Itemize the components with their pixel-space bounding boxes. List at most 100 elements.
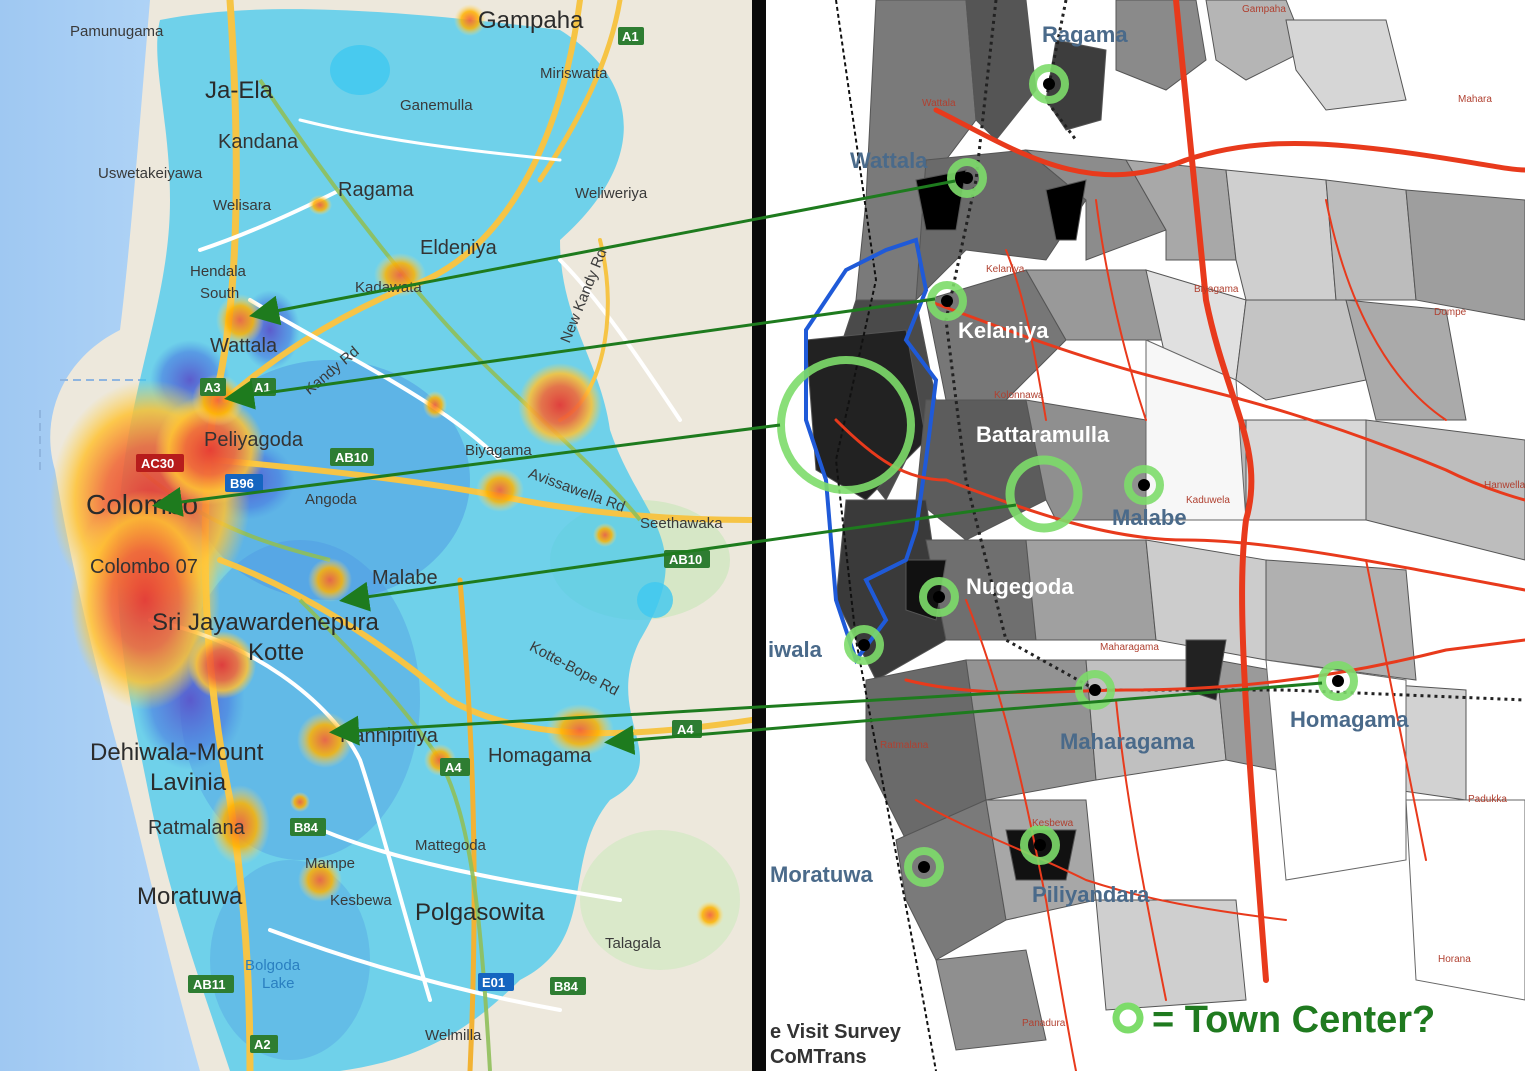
- shield-a4-a: A4: [677, 722, 694, 737]
- zone-gampaha: Gampaha: [1242, 4, 1286, 15]
- place-colombo-07: Colombo 07: [90, 556, 198, 578]
- town-piliyandara: Piliyandara: [1032, 882, 1150, 907]
- shield-e01-bg: [478, 973, 514, 991]
- place-gampaha: Gampaha: [478, 7, 584, 34]
- place-talagala: Talagala: [605, 935, 662, 952]
- place-lavinia: Lavinia: [150, 769, 227, 796]
- shield-a1-top: A1: [622, 29, 639, 44]
- legend-town-center: = Town Center?: [1152, 999, 1435, 1041]
- place-miriswatta: Miriswatta: [540, 65, 608, 82]
- town-nugegoda: Nugegoda: [966, 574, 1074, 599]
- shield-e01: E01: [482, 975, 505, 990]
- place-uswetakeiyawa: Uswetakeiyawa: [98, 165, 203, 182]
- place-peliyagoda: Peliyagoda: [204, 429, 304, 451]
- place-ja-ela: Ja-Ela: [205, 77, 274, 104]
- zone-hanwella: Hanwella: [1484, 480, 1525, 491]
- shield-a4-b: A4: [445, 760, 462, 775]
- place-welisara: Welisara: [213, 197, 272, 214]
- place-eldeniya: Eldeniya: [420, 237, 498, 259]
- place-kesbewa: Kesbewa: [330, 892, 392, 909]
- survey-zone-map: Wattala Kelaniya Biyagama Dompe Kolonnaw…: [766, 0, 1525, 1071]
- town-ring-homagama: [1318, 661, 1358, 701]
- zone-kaduwela: Kaduwela: [1186, 495, 1230, 506]
- place-hendala: Hendala: [190, 263, 247, 280]
- survey-credit-line2: CoMTrans: [770, 1046, 867, 1068]
- shield-a3: A3: [204, 380, 221, 395]
- shield-a3-bg: [200, 378, 226, 396]
- place-seethawaka: Seethawaka: [640, 515, 723, 532]
- place-kadawata: Kadawata: [355, 279, 422, 296]
- town-battaramulla: Battaramulla: [976, 422, 1110, 447]
- shield-ab10-b: AB10: [669, 552, 702, 567]
- town-ring-piliyandara: [1020, 825, 1060, 865]
- zone-mahara: Mahara: [1458, 94, 1492, 105]
- place-sri-jayawardenepura: Sri Jayawardenepura: [152, 609, 379, 636]
- panel-divider: [752, 0, 766, 1071]
- heatmap-road-map: Pamunugama Gampaha Miriswatta Ja-Ela Gan…: [0, 0, 752, 1071]
- shield-a4-b-bg: [440, 758, 470, 776]
- town-ring-moratuwa: [904, 847, 944, 887]
- place-pamunugama: Pamunugama: [70, 23, 164, 40]
- town-ring-wattala: [947, 158, 987, 198]
- shield-ab10-a: AB10: [335, 450, 368, 465]
- zone-padukka: Padukka: [1468, 794, 1507, 805]
- place-wattala: Wattala: [210, 335, 278, 357]
- town-wattala: Wattala: [850, 148, 928, 173]
- shield-a1-top-bg: [618, 27, 644, 45]
- town-moratuwa: Moratuwa: [770, 862, 873, 887]
- place-kandana: Kandana: [218, 131, 299, 153]
- place-mattegoda: Mattegoda: [415, 837, 487, 854]
- survey-zone-svg: Wattala Kelaniya Biyagama Dompe Kolonnaw…: [766, 0, 1525, 1071]
- shield-ac30: AC30: [141, 456, 174, 471]
- town-ring-ragama: [1029, 64, 1069, 104]
- town-ring-battaramulla: [1005, 455, 1083, 533]
- shield-b84-b: B84: [554, 979, 579, 994]
- place-weliweriya: Weliweriya: [575, 185, 648, 202]
- place-ratmalana: Ratmalana: [148, 817, 246, 839]
- place-malabe: Malabe: [372, 567, 438, 589]
- place-moratuwa: Moratuwa: [137, 883, 243, 910]
- shield-b84-a: B84: [294, 820, 319, 835]
- place-pannipitiya: Pannipitiya: [340, 725, 439, 747]
- place-bolgoda: Bolgoda: [245, 957, 301, 974]
- shield-b84-a-bg: [290, 818, 326, 836]
- heatmap-svg: Pamunugama Gampaha Miriswatta Ja-Ela Gan…: [0, 0, 752, 1071]
- shield-ab11-bg: [188, 975, 234, 993]
- place-welmilla: Welmilla: [425, 1027, 482, 1044]
- shield-ab11: AB11: [193, 977, 226, 992]
- town-maharagama: Maharagama: [1060, 729, 1195, 754]
- place-polgasowita: Polgasowita: [415, 899, 545, 926]
- place-dehiwala-mount: Dehiwala-Mount: [90, 739, 264, 766]
- place-ganemulla: Ganemulla: [400, 97, 473, 114]
- zone-dompe: Dompe: [1434, 307, 1467, 318]
- place-angoda: Angoda: [305, 491, 357, 508]
- place-homagama: Homagama: [488, 745, 592, 767]
- place-bolgoda-lake: Lake: [262, 975, 295, 992]
- place-mampe: Mampe: [305, 855, 355, 872]
- legend-ring-icon: [1112, 1002, 1144, 1034]
- town-malabe: Malabe: [1112, 505, 1187, 530]
- place-colombo: Colombo: [86, 489, 198, 520]
- zone-ratmalana: Ratmalana: [880, 740, 929, 751]
- town-ragama: Ragama: [1042, 22, 1128, 47]
- place-hendala-south: South: [200, 285, 239, 302]
- zone-kolonnawa: Kolonnawa: [994, 390, 1044, 401]
- zone-biyagama: Biyagama: [1194, 284, 1239, 295]
- place-kotte: Kotte: [248, 639, 304, 666]
- shield-a2: A2: [254, 1037, 271, 1052]
- shield-b96: B96: [230, 476, 254, 491]
- zone-maharagama: Maharagama: [1100, 642, 1159, 653]
- survey-credit-line1: e Visit Survey: [770, 1021, 902, 1043]
- shield-a1-mid: A1: [254, 380, 271, 395]
- town-dehiwala: iwala: [768, 637, 823, 662]
- town-ring-dehiwala: [844, 625, 884, 665]
- zone-wattala: Wattala: [922, 98, 956, 109]
- zone-kelaniya: Kelaniya: [986, 264, 1025, 275]
- town-ring-malabe: [1124, 465, 1164, 505]
- zone-panadura: Panadura: [1022, 1018, 1066, 1029]
- town-homagama: Homagama: [1290, 707, 1409, 732]
- place-ragama: Ragama: [338, 179, 414, 201]
- place-biyagama: Biyagama: [465, 442, 532, 459]
- zone-horana: Horana: [1438, 954, 1471, 965]
